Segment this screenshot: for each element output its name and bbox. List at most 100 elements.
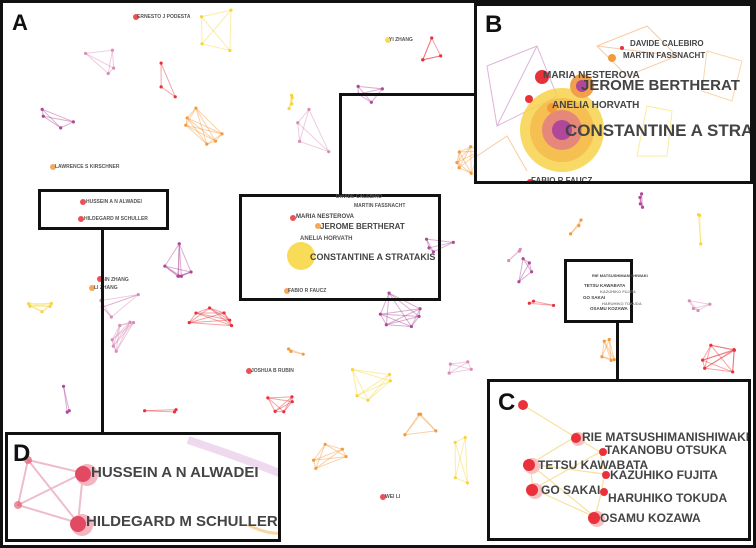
network-edge [325,443,343,450]
network-node [273,409,277,413]
network-node [228,318,232,322]
network-edge [144,409,177,412]
node-label: MARIA NESTEROVA [296,214,355,220]
network-edge [458,151,472,174]
network-node [451,240,455,244]
network-cluster [143,408,178,414]
network-edge [41,305,51,313]
network-edge [186,107,197,119]
network-edge [601,356,612,361]
network-node [369,100,373,104]
network-cluster [187,306,234,328]
network-cluster [184,106,224,146]
network-edge [404,413,420,436]
network-node [380,87,384,91]
network-edge [315,444,326,469]
network-cluster [287,93,294,111]
network-node [172,410,177,414]
network-node [551,303,556,308]
network-edge [639,193,643,204]
network-edge [459,146,471,153]
network-node [447,371,451,375]
network-node [61,384,66,388]
network-edge [456,146,472,163]
network-cluster [83,48,116,76]
network-node [466,360,470,364]
network-cluster [507,247,522,263]
network-node [640,205,645,209]
network-node [465,481,470,485]
network-edge [111,325,121,341]
network-node [527,261,531,265]
network-edge [386,324,412,328]
network-edge [379,313,387,326]
network-node [366,398,370,402]
network-node [403,433,407,437]
network-node [177,242,181,246]
panel-b-letter: B [485,11,503,38]
network-cluster [350,368,392,402]
network-edge [178,243,180,277]
network-node [106,71,110,76]
network-edge [185,124,223,135]
network-edge [201,16,203,44]
network-node [282,410,286,414]
network-cluster [40,107,75,130]
network-edge [41,108,62,129]
labeled-node [380,494,386,500]
node-label: LI ZHANG [94,285,118,291]
network-node [301,352,305,356]
network-edge [388,292,420,317]
network-edge [201,43,231,51]
network-node [518,247,522,251]
network-node [469,367,473,371]
network-node [136,293,140,297]
network-edge [710,344,735,351]
network-cluster [600,337,616,363]
network-edge [702,349,735,361]
network-edge [186,117,216,142]
network-node [207,306,212,310]
network-edge [164,265,182,277]
node-label: HILDEGARD M SCHULLER [84,216,148,222]
node-label: HARUHIKO TOKUDA [602,301,642,306]
network-node [699,242,703,246]
network-node [40,107,44,111]
network-node [602,339,606,343]
node-label: LAWRENCE S KIRSCHNER [55,164,120,170]
network-edge [456,162,472,174]
network-edge [386,315,420,326]
network-node [507,258,511,263]
node-label: GO SAKAI [583,295,606,300]
node-label: MARTIN FASSNACHT [354,203,406,209]
network-cluster [453,435,470,485]
network-node [327,150,331,154]
network-edge [458,146,472,168]
network-edge [111,322,134,341]
node-label: TETSU KAWABATA [584,283,626,288]
network-node [577,224,581,228]
network-edge [431,37,442,57]
network-edge [433,241,454,253]
network-cluster [517,257,534,284]
network-cluster [287,347,305,356]
network-node [290,96,294,100]
network-node [434,429,438,433]
network-edge [455,477,468,484]
network-edge [111,294,139,318]
network-edge [178,243,182,277]
network-edge [380,313,412,328]
network-edge [181,271,192,277]
network-edge [426,238,434,253]
network-edge [603,341,615,360]
network-node [48,304,52,308]
network-cluster [638,192,645,209]
network-edge [297,122,301,142]
network-node [448,362,452,366]
network-node [431,250,436,254]
network-node [409,324,414,329]
network-edge [533,300,554,306]
network-edge [209,307,232,326]
network-node [387,291,391,295]
network-node [421,58,425,62]
